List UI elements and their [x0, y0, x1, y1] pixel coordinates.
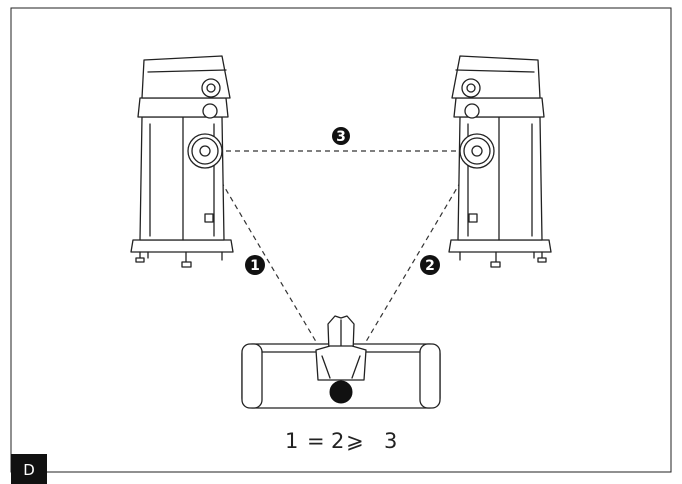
badge-2-label: 2 [425, 258, 435, 274]
equation-term-3: 3 [384, 429, 397, 453]
badge-3-label: 3 [336, 129, 346, 145]
corner-tab: D [11, 454, 47, 484]
distance-equation: 1 = 2 ⩾ 3 [285, 429, 397, 453]
distance-line-2 [363, 165, 471, 346]
equation-term-1: 1 [285, 429, 298, 453]
equation-geq: ⩾ [346, 429, 364, 453]
left-speaker-icon [130, 55, 234, 268]
right-speaker-icon [448, 55, 552, 268]
badge-2: 2 [420, 255, 440, 275]
distance-line-1 [211, 165, 319, 346]
distance-lines [211, 150, 471, 346]
badge-1: 1 [245, 255, 265, 275]
equation-term-2: 2 [331, 429, 344, 453]
badge-1-label: 1 [250, 258, 260, 274]
listener-head [329, 380, 353, 404]
corner-tab-label: D [23, 461, 35, 479]
listener-icon [315, 315, 367, 404]
figure-frame [10, 7, 672, 473]
badge-3: 3 [332, 127, 350, 145]
equation-equals: = [307, 429, 325, 453]
